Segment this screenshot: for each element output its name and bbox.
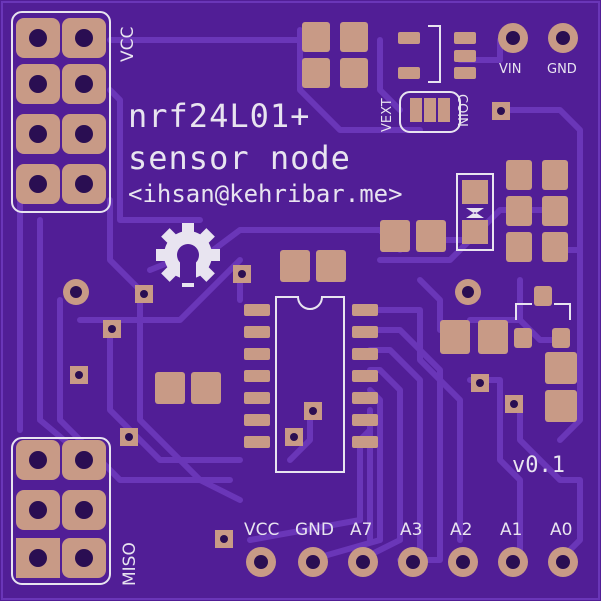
label-coin: COIN xyxy=(454,94,469,127)
oshw-gear-icon xyxy=(156,223,220,287)
bottom-pin-label: A2 xyxy=(450,520,473,540)
smd-pads-right xyxy=(155,160,577,422)
bottom-pin-label: A0 xyxy=(550,520,573,540)
label-gnd-top: GND xyxy=(547,62,577,77)
bottom-pin-holes xyxy=(246,547,578,577)
header-miso-bottom xyxy=(11,437,111,585)
bottom-pin-label: GND xyxy=(295,520,334,540)
board-title-line2: sensor node xyxy=(128,139,351,177)
label-vcc-left: VCC xyxy=(118,26,138,62)
power-jumper xyxy=(399,91,510,133)
vias xyxy=(63,265,523,548)
bottom-pin-label: A1 xyxy=(500,520,523,540)
board-version: v0.1 xyxy=(512,453,565,478)
label-vin: VIN xyxy=(499,62,522,77)
diode xyxy=(456,173,494,251)
label-vext: VEXT xyxy=(380,98,395,132)
bottom-pin-label: VCC xyxy=(244,520,280,540)
bottom-pin-label: A7 xyxy=(350,520,373,540)
board-title-line1: nrf24L01+ xyxy=(128,97,311,135)
power-input-pads xyxy=(498,23,578,53)
ic-footprint xyxy=(244,296,378,473)
label-miso: MISO xyxy=(120,542,140,586)
smd-pads-top xyxy=(302,22,476,88)
copper-traces xyxy=(17,27,583,563)
regulator xyxy=(514,286,571,348)
bottom-pin-label: A3 xyxy=(400,520,423,540)
author-email: <ihsan@kehribar.me> xyxy=(128,180,403,208)
header-vcc-top xyxy=(11,11,111,213)
